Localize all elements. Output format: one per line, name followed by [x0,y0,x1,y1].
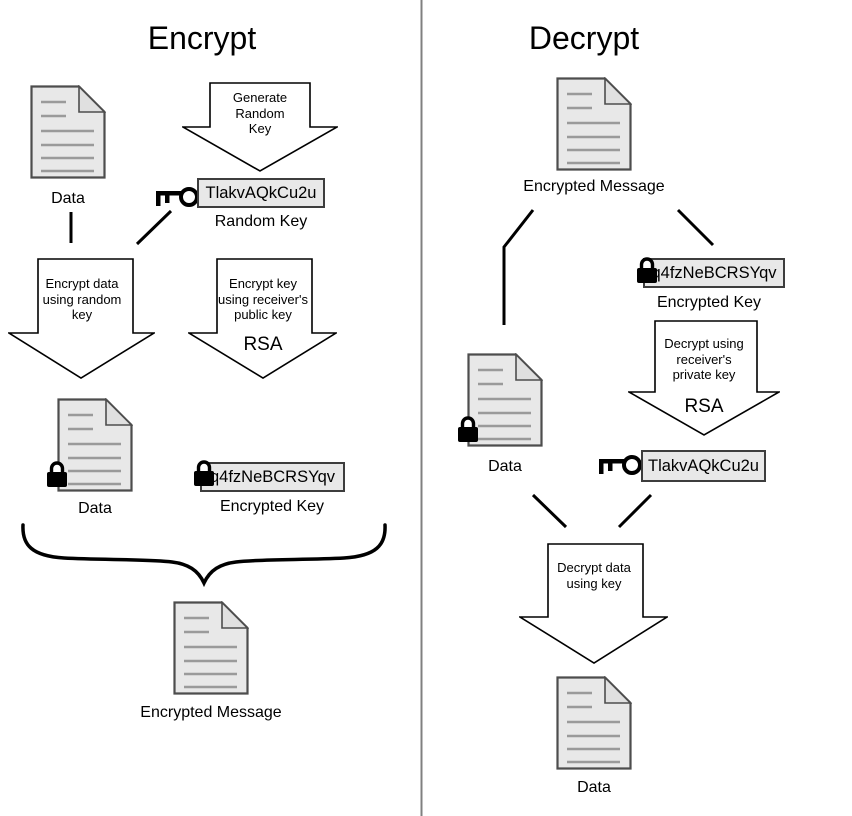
arrow-label: Decrypt data using key [557,560,631,591]
document-icon [57,398,133,492]
generate-random-key-arrow [182,82,338,172]
document-icon [173,601,249,695]
encrypt-key-rsa-arrow [188,258,337,379]
recovered-key-value-box: TlakvAQkCu2u [641,450,766,482]
encrypted-key-caption: Encrypted Key [219,498,325,515]
connector-key-to-encrypt-arrow [135,209,173,246]
connector-message-to-data [502,209,535,325]
connector-message-to-encrypted-key [676,208,715,247]
document-caption: Data [51,190,85,207]
encrypted-key-value-box: q4fzNeBCRSYqv [643,258,785,288]
document-caption: Encrypted Message [523,178,665,195]
decrypt-data-arrow [519,543,668,664]
document-caption: Data [78,500,112,517]
decrypt-key-rsa-arrow [628,320,780,436]
connector-data-to-decrypt-arrow [531,493,568,529]
encrypted-key-value-box: q4fzNeBCRSYqv [200,462,345,492]
arrow-label: Encrypt data using random key [42,276,122,322]
document-icon [556,77,632,171]
arrow-label: Encrypt key using receiver's public key [218,276,308,322]
key-icon [599,455,641,476]
document-caption: Data [577,779,611,796]
rsa-label: RSA [684,396,724,417]
key-icon [156,187,198,208]
encrypt-data-arrow [8,258,155,379]
random-key-caption: Random Key [214,213,308,230]
document-icon [30,85,106,179]
document-icon [556,676,632,770]
document-caption: Data [488,458,522,475]
lock-icon [46,461,68,488]
lock-icon [193,460,215,487]
rsa-label: RSA [243,334,283,355]
encrypted-key-caption: Encrypted Key [656,294,762,311]
lock-icon [457,416,479,443]
connector-key-to-decrypt-arrow [617,493,653,529]
arrow-label: Generate Random Key [232,90,288,136]
decrypt-section-title: Decrypt [528,20,640,56]
random-key-value-box: TlakvAQkCu2u [197,178,325,208]
combine-brace [21,523,387,588]
arrow-label: Decrypt using receiver's private key [664,336,744,382]
lock-icon [636,257,658,284]
document-caption: Encrypted Message [140,704,282,721]
encrypt-section-title: Encrypt [147,20,257,56]
